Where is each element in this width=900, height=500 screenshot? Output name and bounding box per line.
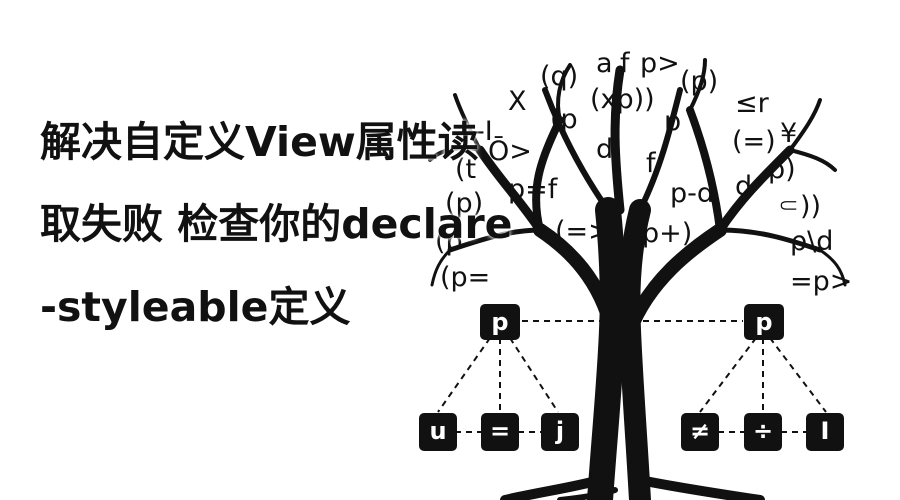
title-line-1: 解决自定义View属性读 <box>40 118 479 166</box>
canopy-symbol: (p) <box>680 66 718 97</box>
svg-text:I: I <box>821 417 830 445</box>
svg-text:÷: ÷ <box>753 417 773 445</box>
tree-trunk <box>428 58 847 500</box>
canopy-symbol: p+) <box>642 218 692 249</box>
svg-text:j: j <box>555 417 564 445</box>
right-parent-node: p <box>744 304 784 340</box>
canopy-symbol: p> <box>640 48 680 79</box>
title-line-3: -styleable定义 <box>40 283 351 331</box>
canopy-symbol: (p <box>435 226 463 257</box>
canopy-symbol: -I <box>475 116 493 147</box>
canopy-symbol: (xp)) <box>590 84 655 115</box>
right-child-node: ÷ <box>744 413 782 451</box>
canopy-symbol: (p= <box>440 262 490 293</box>
left-child-node: u <box>419 413 457 451</box>
diagram-connectors <box>437 320 827 433</box>
canopy-symbols: (q) a f p> (p) X (xp)) ≤r (p p -I d (=) … <box>435 48 852 297</box>
canopy-symbol: d <box>735 171 752 202</box>
canopy-symbol: Ō> <box>488 136 532 167</box>
canopy-symbol: (=> <box>555 216 611 247</box>
canopy-symbol: p <box>664 106 681 137</box>
canopy-symbol: a <box>596 48 613 79</box>
canopy-symbol: f <box>646 148 657 179</box>
canopy-symbol: ≤r <box>735 88 770 119</box>
canopy-symbol: f <box>620 48 631 79</box>
canopy-symbol: (=) <box>732 126 776 157</box>
canopy-symbol: (t <box>455 154 476 185</box>
right-child-node: I <box>806 413 844 451</box>
canopy-symbol: X <box>508 86 527 117</box>
svg-text:p: p <box>755 308 772 336</box>
canopy-symbol: (p) <box>445 188 483 219</box>
right-child-node: ≠ <box>681 413 719 451</box>
left-parent-node: p <box>480 304 520 340</box>
canopy-symbol: =p> <box>790 266 852 297</box>
canopy-symbol: p-d <box>670 178 714 209</box>
canopy-symbol: ¥ <box>780 118 797 149</box>
canopy-symbol: (q) <box>540 61 578 92</box>
canopy-symbol: )) <box>800 191 821 222</box>
canopy-symbol: ⸦ <box>775 191 802 222</box>
title-line-2: 取失败 检查你的declare <box>40 200 513 248</box>
svg-text:u: u <box>429 417 446 445</box>
svg-text:=: = <box>490 417 510 445</box>
left-child-node: j <box>541 413 579 451</box>
canopy-symbol: ρ\d <box>790 226 833 257</box>
canopy-symbol: p=f <box>508 174 559 205</box>
svg-text:p: p <box>491 308 508 336</box>
left-child-node: = <box>481 413 519 451</box>
svg-text:≠: ≠ <box>690 417 710 445</box>
canopy-symbol: p) <box>768 154 796 185</box>
canopy-symbol: (p <box>550 104 578 135</box>
canopy-symbol: d <box>596 134 613 165</box>
